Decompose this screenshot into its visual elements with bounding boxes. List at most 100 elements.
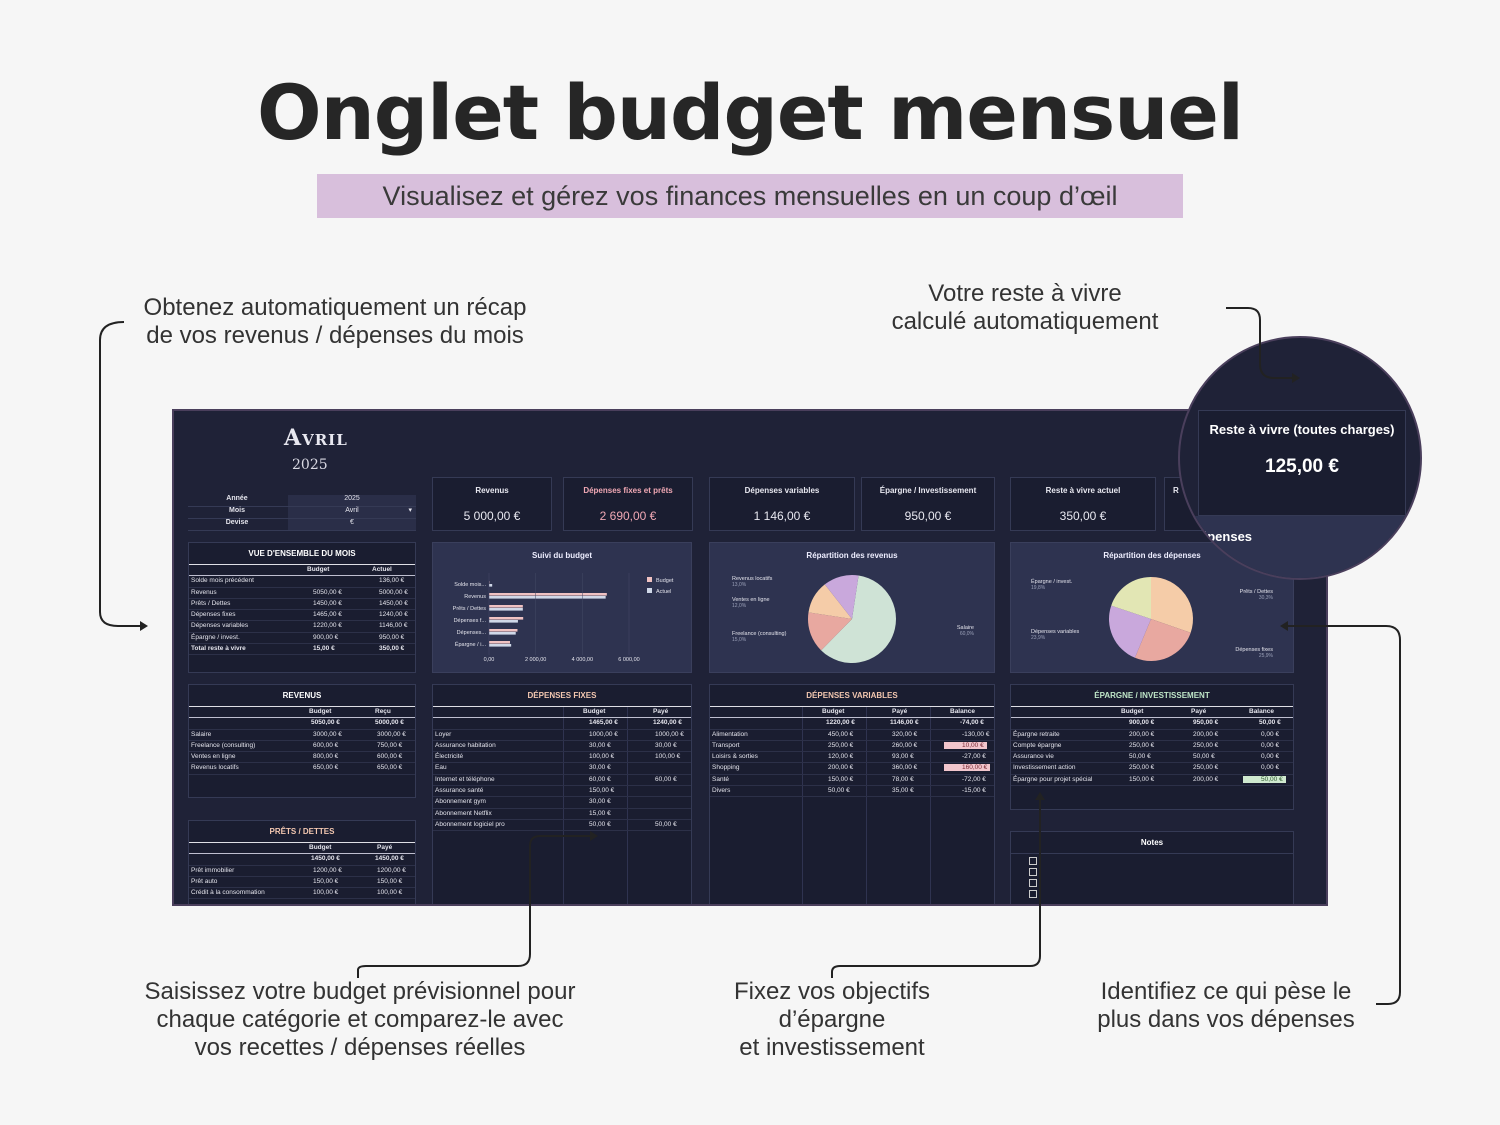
table-cell[interactable]: 0,00 € <box>1261 730 1280 738</box>
table-cell[interactable]: 50,00 € <box>655 820 677 828</box>
table-cell[interactable]: -72,00 € <box>962 775 986 783</box>
table-cell[interactable]: 100,00 € <box>313 889 339 897</box>
checkbox[interactable] <box>1029 890 1037 898</box>
table-cell[interactable]: 320,00 € <box>892 730 918 738</box>
table-cell[interactable]: 1240,00 € <box>379 611 408 619</box>
table-cell[interactable]: Dépenses fixes <box>191 611 236 619</box>
table-cell[interactable]: Épargne pour projet spécial <box>1013 775 1093 783</box>
table-cell[interactable]: 250,00 € <box>828 741 854 749</box>
table-cell[interactable]: 3000,00 € <box>377 730 406 738</box>
table-cell[interactable]: 200,00 € <box>828 764 854 772</box>
table-cell[interactable]: Revenus <box>191 588 217 596</box>
table-row[interactable]: Freelance (consulting) 600,00 € 750,00 € <box>189 741 415 753</box>
table-cell[interactable]: 3000,00 € <box>313 730 342 738</box>
table-row[interactable]: Abonnement Netflix 15,00 € <box>433 809 691 820</box>
table-cell[interactable]: 50,00 € <box>589 820 611 828</box>
table-row[interactable]: Eau 30,00 € <box>433 763 691 775</box>
table-cell[interactable]: 800,00 € <box>313 753 339 761</box>
table-cell[interactable]: Alimentation <box>712 730 748 738</box>
table-cell[interactable]: 60,00 € <box>589 775 611 783</box>
table-row[interactable]: Abonnement logiciel pro 50,00 € 50,00 € <box>433 820 691 832</box>
param-row-currency[interactable]: Devise€ <box>188 519 416 531</box>
checkbox[interactable] <box>1029 868 1037 876</box>
table-cell[interactable]: Loisirs & sorties <box>712 753 758 761</box>
table-cell[interactable]: -27,00 € <box>962 753 986 761</box>
table-cell[interactable]: 93,00 € <box>892 753 914 761</box>
table-cell[interactable]: Freelance (consulting) <box>191 741 256 749</box>
table-cell[interactable]: Loyer <box>435 730 452 738</box>
table-cell[interactable]: Salaire <box>191 730 212 738</box>
table-cell[interactable]: 100,00 € <box>377 889 403 897</box>
table-cell[interactable]: 250,00 € <box>1129 764 1155 772</box>
table-cell[interactable]: Épargne retraite <box>1013 730 1060 738</box>
table-cell[interactable]: 600,00 € <box>313 741 339 749</box>
table-cell[interactable]: 1450,00 € <box>379 599 408 607</box>
table-cell[interactable]: 50,00 € <box>828 787 850 795</box>
table-cell[interactable]: Prêt immobilier <box>191 866 235 874</box>
table-cell[interactable]: 1200,00 € <box>313 866 342 874</box>
table-cell[interactable]: 30,00 € <box>589 798 611 806</box>
table-cell[interactable]: Abonnement logiciel pro <box>435 820 505 828</box>
table-cell[interactable]: 30,00 € <box>589 741 611 749</box>
table-cell[interactable]: 1200,00 € <box>377 866 406 874</box>
table-cell[interactable]: 950,00 € <box>379 633 405 641</box>
table-cell[interactable]: Investissement action <box>1013 764 1076 772</box>
table-cell[interactable]: Eau <box>435 764 447 772</box>
table-cell[interactable]: 250,00 € <box>1129 741 1155 749</box>
table-cell[interactable]: Shopping <box>712 764 740 772</box>
table-cell[interactable]: 120,00 € <box>828 753 854 761</box>
table-cell[interactable]: 150,00 € <box>313 877 339 885</box>
table-cell[interactable]: 750,00 € <box>377 741 403 749</box>
table-cell[interactable]: 30,00 € <box>589 764 611 772</box>
table-cell[interactable]: Transport <box>712 741 740 749</box>
table-cell[interactable]: Abonnement Netflix <box>435 809 492 817</box>
table-cell[interactable]: Épargne / invest. <box>191 633 240 641</box>
table-cell[interactable]: Prêt auto <box>191 877 218 885</box>
table-cell[interactable]: 100,00 € <box>589 753 615 761</box>
table-cell[interactable]: 900,00 € <box>313 633 339 641</box>
table-cell[interactable]: Divers <box>712 787 731 795</box>
table-cell[interactable]: 360,00 € <box>892 764 918 772</box>
table-cell[interactable]: 136,00 € <box>379 577 405 585</box>
table-cell[interactable]: 60,00 € <box>655 775 677 783</box>
table-cell[interactable]: 260,00 € <box>892 741 918 749</box>
table-cell[interactable]: 200,00 € <box>1193 775 1219 783</box>
table-cell[interactable]: Compte épargne <box>1013 741 1062 749</box>
table-cell[interactable]: -130,00 € <box>962 730 990 738</box>
table-cell[interactable]: Assurance vie <box>1013 753 1054 761</box>
table-row[interactable]: Salaire 3000,00 € 3000,00 € <box>189 730 415 741</box>
table-cell[interactable]: 15,00 € <box>589 809 611 817</box>
table-cell[interactable]: 1450,00 € <box>313 599 342 607</box>
table-cell[interactable]: 50,00 € <box>1129 753 1151 761</box>
table-cell[interactable]: 1000,00 € <box>589 730 618 738</box>
table-cell[interactable]: Total reste à vivre <box>191 645 246 653</box>
table-row[interactable]: Abonnement gym 30,00 € <box>433 797 691 809</box>
notes-panel[interactable]: Notes <box>1010 831 1294 904</box>
table-cell[interactable]: 650,00 € <box>377 764 403 772</box>
table-cell[interactable]: 250,00 € <box>1193 764 1219 772</box>
table-cell[interactable]: Ventes en ligne <box>191 753 236 761</box>
table-cell[interactable]: 100,00 € <box>655 753 681 761</box>
table-cell[interactable]: Dépenses variables <box>191 622 249 630</box>
table-cell[interactable]: Santé <box>712 775 729 783</box>
table-row[interactable]: Épargne / invest. 900,00 € 950,00 € <box>189 633 415 645</box>
table-cell[interactable]: Abonnement gym <box>435 798 486 806</box>
table-cell[interactable]: 35,00 € <box>892 787 914 795</box>
table-cell[interactable]: Revenus locatifs <box>191 764 239 772</box>
table-cell[interactable]: Assurance habitation <box>435 741 496 749</box>
table-cell[interactable]: 78,00 € <box>892 775 914 783</box>
